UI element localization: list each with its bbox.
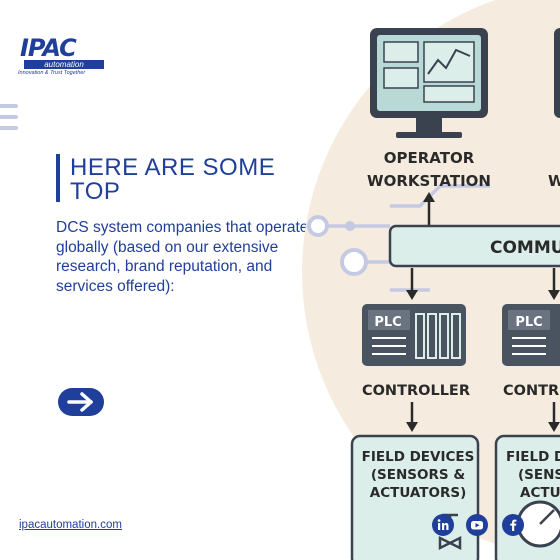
logo-subtitle: automation: [24, 60, 104, 69]
workstation-label-line2: WORKSTATION: [367, 172, 491, 190]
field-left-line1: FIELD DEVICES: [362, 449, 475, 465]
youtube-button[interactable]: [466, 514, 488, 536]
controller-right-label: CONTR: [503, 383, 559, 399]
linkedin-icon: [437, 519, 449, 530]
decorative-dash: [0, 126, 18, 130]
field-left-line3: ACTUATORS): [370, 485, 466, 501]
workstation-right-label: W: [548, 172, 560, 190]
plc-right-label: PLC: [515, 315, 542, 330]
brand-logo: IPAC automation Innovation & Trust Toget…: [18, 36, 108, 80]
diagram-background: [302, 0, 560, 559]
workstation-label-line1: OPERATOR: [384, 149, 475, 167]
linkedin-button[interactable]: [432, 514, 454, 536]
dcs-diagram: OPERATOR WORKSTATION W COMMU PLC PLC: [300, 0, 560, 560]
page-title: HERE ARE SOME TOP: [70, 154, 276, 205]
arrow-right-icon: [67, 392, 93, 412]
bus-label: COMMU: [490, 238, 560, 258]
dcs-diagram-illustration: OPERATOR WORKSTATION W COMMU PLC PLC: [302, 0, 560, 560]
youtube-icon: [471, 521, 483, 530]
logo-tagline: Innovation & Trust Together: [18, 70, 86, 76]
heading-accent-bar: [56, 154, 60, 202]
controller-left-label: CONTROLLER: [362, 383, 470, 399]
website-link[interactable]: ipacautomation.com: [19, 519, 122, 531]
field-right-line1: FIELD D: [506, 449, 560, 465]
decorative-dash: [0, 115, 18, 119]
field-left-line2: (SENSORS &: [371, 467, 465, 483]
communication-bus: [388, 224, 560, 268]
decorative-dash: [0, 104, 18, 108]
logo-wordmark: IPAC: [20, 34, 77, 62]
gauge-icon: [516, 500, 560, 548]
field-right-line2: (SENS: [518, 467, 560, 483]
plc-left-label: PLC: [374, 315, 401, 330]
intro-text: DCS system companies that operate global…: [56, 219, 309, 295]
facebook-button[interactable]: [502, 514, 524, 536]
facebook-icon: [510, 519, 517, 531]
next-button[interactable]: [58, 388, 104, 416]
field-right-line3: ACTUA: [520, 485, 560, 501]
